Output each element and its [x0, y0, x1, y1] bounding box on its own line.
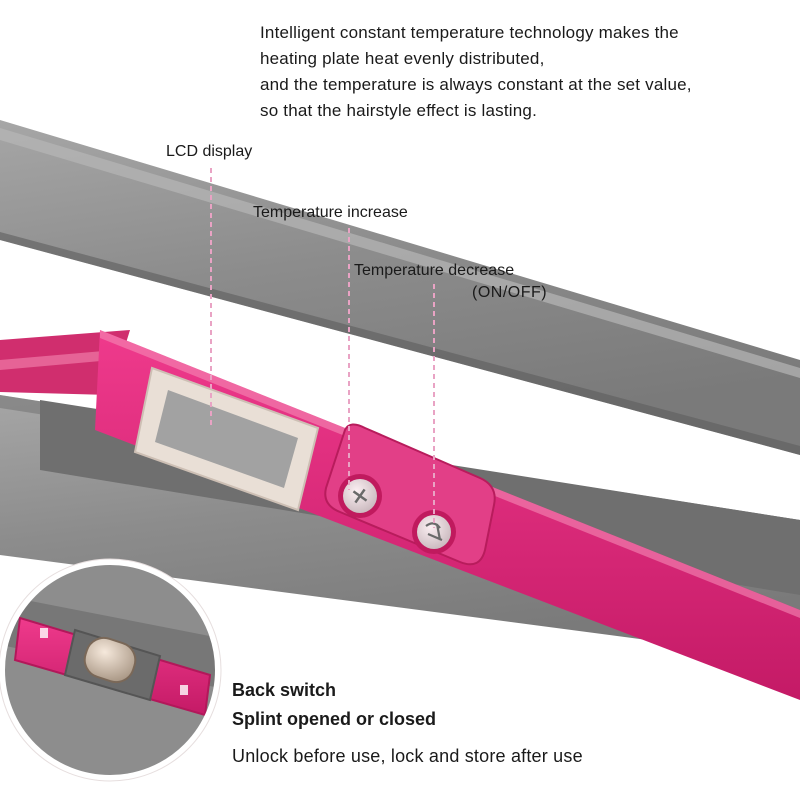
- plate-shine: [0, 350, 115, 370]
- back-switch-subtitle: Splint opened or closed: [232, 709, 437, 729]
- temperature-increase-label: Temperature increase: [253, 204, 408, 221]
- on-off-label: (ON/OFF): [472, 284, 548, 301]
- intro-line-4: so that the hairstyle effect is lasting.: [260, 101, 537, 120]
- lcd-display-label: LCD display: [166, 143, 253, 160]
- upper-shell-highlight: [0, 128, 800, 378]
- temperature-decrease-label: Temperature decrease: [354, 262, 515, 279]
- upper-shell: [0, 120, 800, 455]
- back-switch-zoom-ring: [0, 559, 221, 781]
- power-button-graphic: [412, 510, 456, 554]
- plus-button-graphic: [338, 474, 382, 518]
- lcd-screen: [155, 390, 298, 488]
- upper-shell-shadow: [0, 232, 800, 455]
- intro-line-3: and the temperature is always constant a…: [260, 75, 692, 94]
- intro-line-1: Intelligent constant temperature technol…: [260, 23, 679, 42]
- back-switch-title: Back switch: [232, 680, 337, 700]
- intro-paragraph: Intelligent constant temperature technol…: [260, 20, 692, 124]
- intro-line-2: heating plate heat evenly distributed,: [260, 49, 545, 68]
- back-switch-description: Unlock before use, lock and store after …: [232, 746, 583, 766]
- back-switch-zoom: [2, 562, 218, 778]
